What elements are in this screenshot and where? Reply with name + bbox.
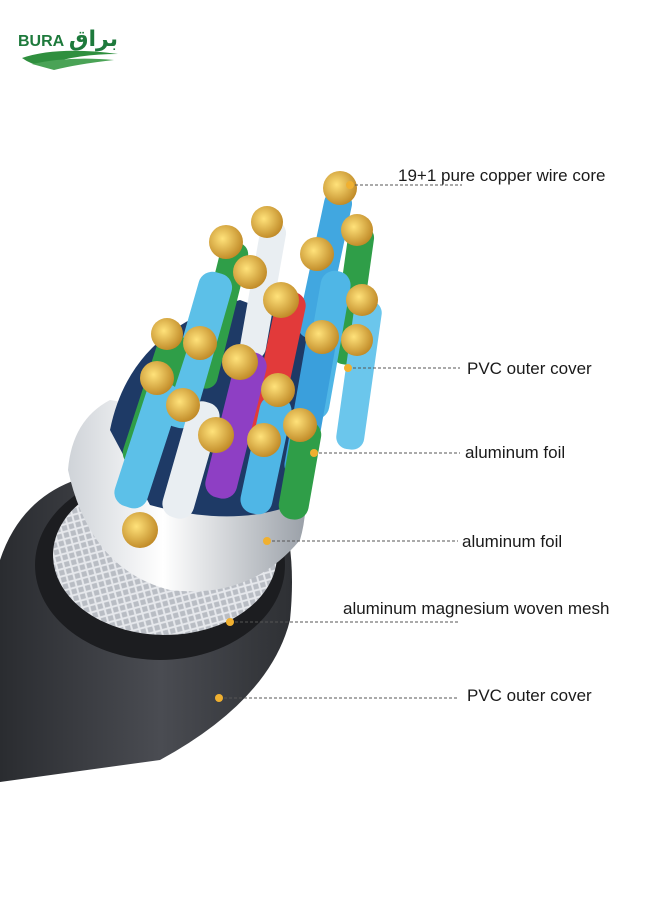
- copper-tip: [140, 361, 174, 395]
- callout-label: PVC outer cover: [467, 359, 592, 378]
- callout-marker: [263, 537, 271, 545]
- wire-rod: [239, 220, 287, 360]
- wire-rod: [205, 351, 267, 499]
- copper-tip: [151, 318, 183, 350]
- brand-logo-wing-lower: [32, 58, 114, 70]
- brand-logo-latin: BURA: [18, 33, 65, 50]
- callout-marker: [346, 181, 354, 189]
- copper-tip: [198, 417, 234, 453]
- callout-label: 19+1 pure copper wire core: [398, 166, 605, 185]
- callout-marker: [310, 449, 318, 457]
- copper-tip: [346, 284, 378, 316]
- copper-strands: [122, 171, 378, 548]
- copper-tip: [222, 344, 258, 380]
- callout-foil-2: aluminum foil: [263, 532, 562, 551]
- copper-tip: [209, 225, 243, 259]
- copper-tip: [122, 512, 158, 548]
- callout-marker: [226, 618, 234, 626]
- copper-tip: [283, 408, 317, 442]
- copper-tip: [261, 373, 295, 407]
- wire-rod: [278, 420, 322, 520]
- copper-tip: [341, 214, 373, 246]
- callout-label: aluminum foil: [462, 532, 562, 551]
- copper-tip: [323, 171, 357, 205]
- callout-marker: [215, 694, 223, 702]
- callout-label: aluminum foil: [465, 443, 565, 462]
- callout-copper-core: 19+1 pure copper wire core: [346, 166, 605, 189]
- brand-logo: BURA براق: [18, 27, 118, 70]
- callout-pvc-inner: PVC outer cover: [344, 359, 592, 378]
- copper-tip: [300, 237, 334, 271]
- wire-rod: [114, 381, 180, 509]
- copper-tip: [263, 282, 299, 318]
- copper-tip: [233, 255, 267, 289]
- copper-tip: [183, 326, 217, 360]
- copper-tip: [305, 320, 339, 354]
- copper-tip: [166, 388, 200, 422]
- callout-foil-1: aluminum foil: [310, 443, 565, 462]
- callout-pvc-outer: PVC outer cover: [215, 686, 592, 705]
- copper-tip: [247, 423, 281, 457]
- callout-label: aluminum magnesium woven mesh: [343, 599, 609, 618]
- copper-tip: [251, 206, 283, 238]
- callout-marker: [344, 364, 352, 372]
- copper-tip: [341, 324, 373, 356]
- callout-mesh: aluminum magnesium woven mesh: [226, 599, 609, 626]
- callout-label: PVC outer cover: [467, 686, 592, 705]
- brand-logo-arabic: براق: [69, 27, 118, 52]
